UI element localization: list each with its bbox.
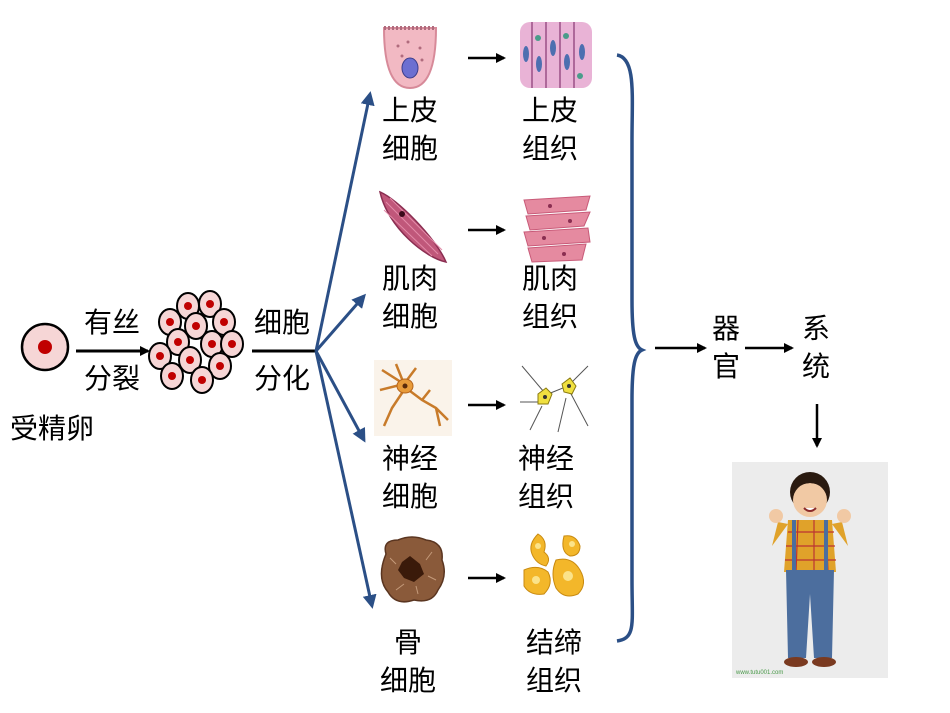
muscle-tissue-icon (523, 195, 591, 263)
cell-label-bone: 骨细胞 (379, 626, 436, 697)
fan-arrow-bone (314, 350, 377, 609)
division-label-top: 有丝 (84, 306, 141, 339)
muscle-cell-icon (378, 190, 448, 264)
differentiation-label-bottom: 分化 (254, 362, 311, 395)
differentiation-label-top: 细胞 (254, 306, 311, 339)
division-label-bottom: 分裂 (84, 362, 141, 395)
organ-label: 器官 (711, 312, 740, 383)
nerve-tissue-icon (520, 365, 589, 433)
zygote-label: 受精卵 (10, 412, 95, 445)
tissue-label-connective: 结缔组织 (525, 626, 582, 697)
epithelial-cell-icon (382, 26, 438, 90)
fan-arrow-epithelial (314, 91, 375, 352)
tissue-label-nerve: 神经组织 (517, 442, 574, 513)
child-photo-watermark: www.tutu001.com (735, 670, 783, 676)
cell-label-nerve: 神经细胞 (381, 442, 438, 513)
tissue-label-muscle: 肌肉组织 (521, 262, 578, 333)
cell-label-epithelial: 上皮细胞 (381, 94, 438, 165)
tissue-brace (616, 53, 647, 643)
connective-tissue-icon (523, 533, 584, 597)
nerve-cell-icon (374, 360, 452, 436)
child-photo: www.tutu001.com (732, 462, 888, 678)
cell-label-muscle: 肌肉细胞 (381, 262, 438, 333)
zygote-icon (20, 322, 70, 372)
cell-cluster-icon (148, 290, 244, 394)
tissue-label-epithelial: 上皮组织 (521, 94, 578, 165)
fan-arrow-muscle (314, 293, 366, 352)
epithelial-tissue-icon (520, 22, 592, 88)
system-label: 系统 (801, 312, 830, 383)
fan-arrow-nerve (314, 350, 366, 443)
bone-cell-icon (380, 536, 445, 603)
